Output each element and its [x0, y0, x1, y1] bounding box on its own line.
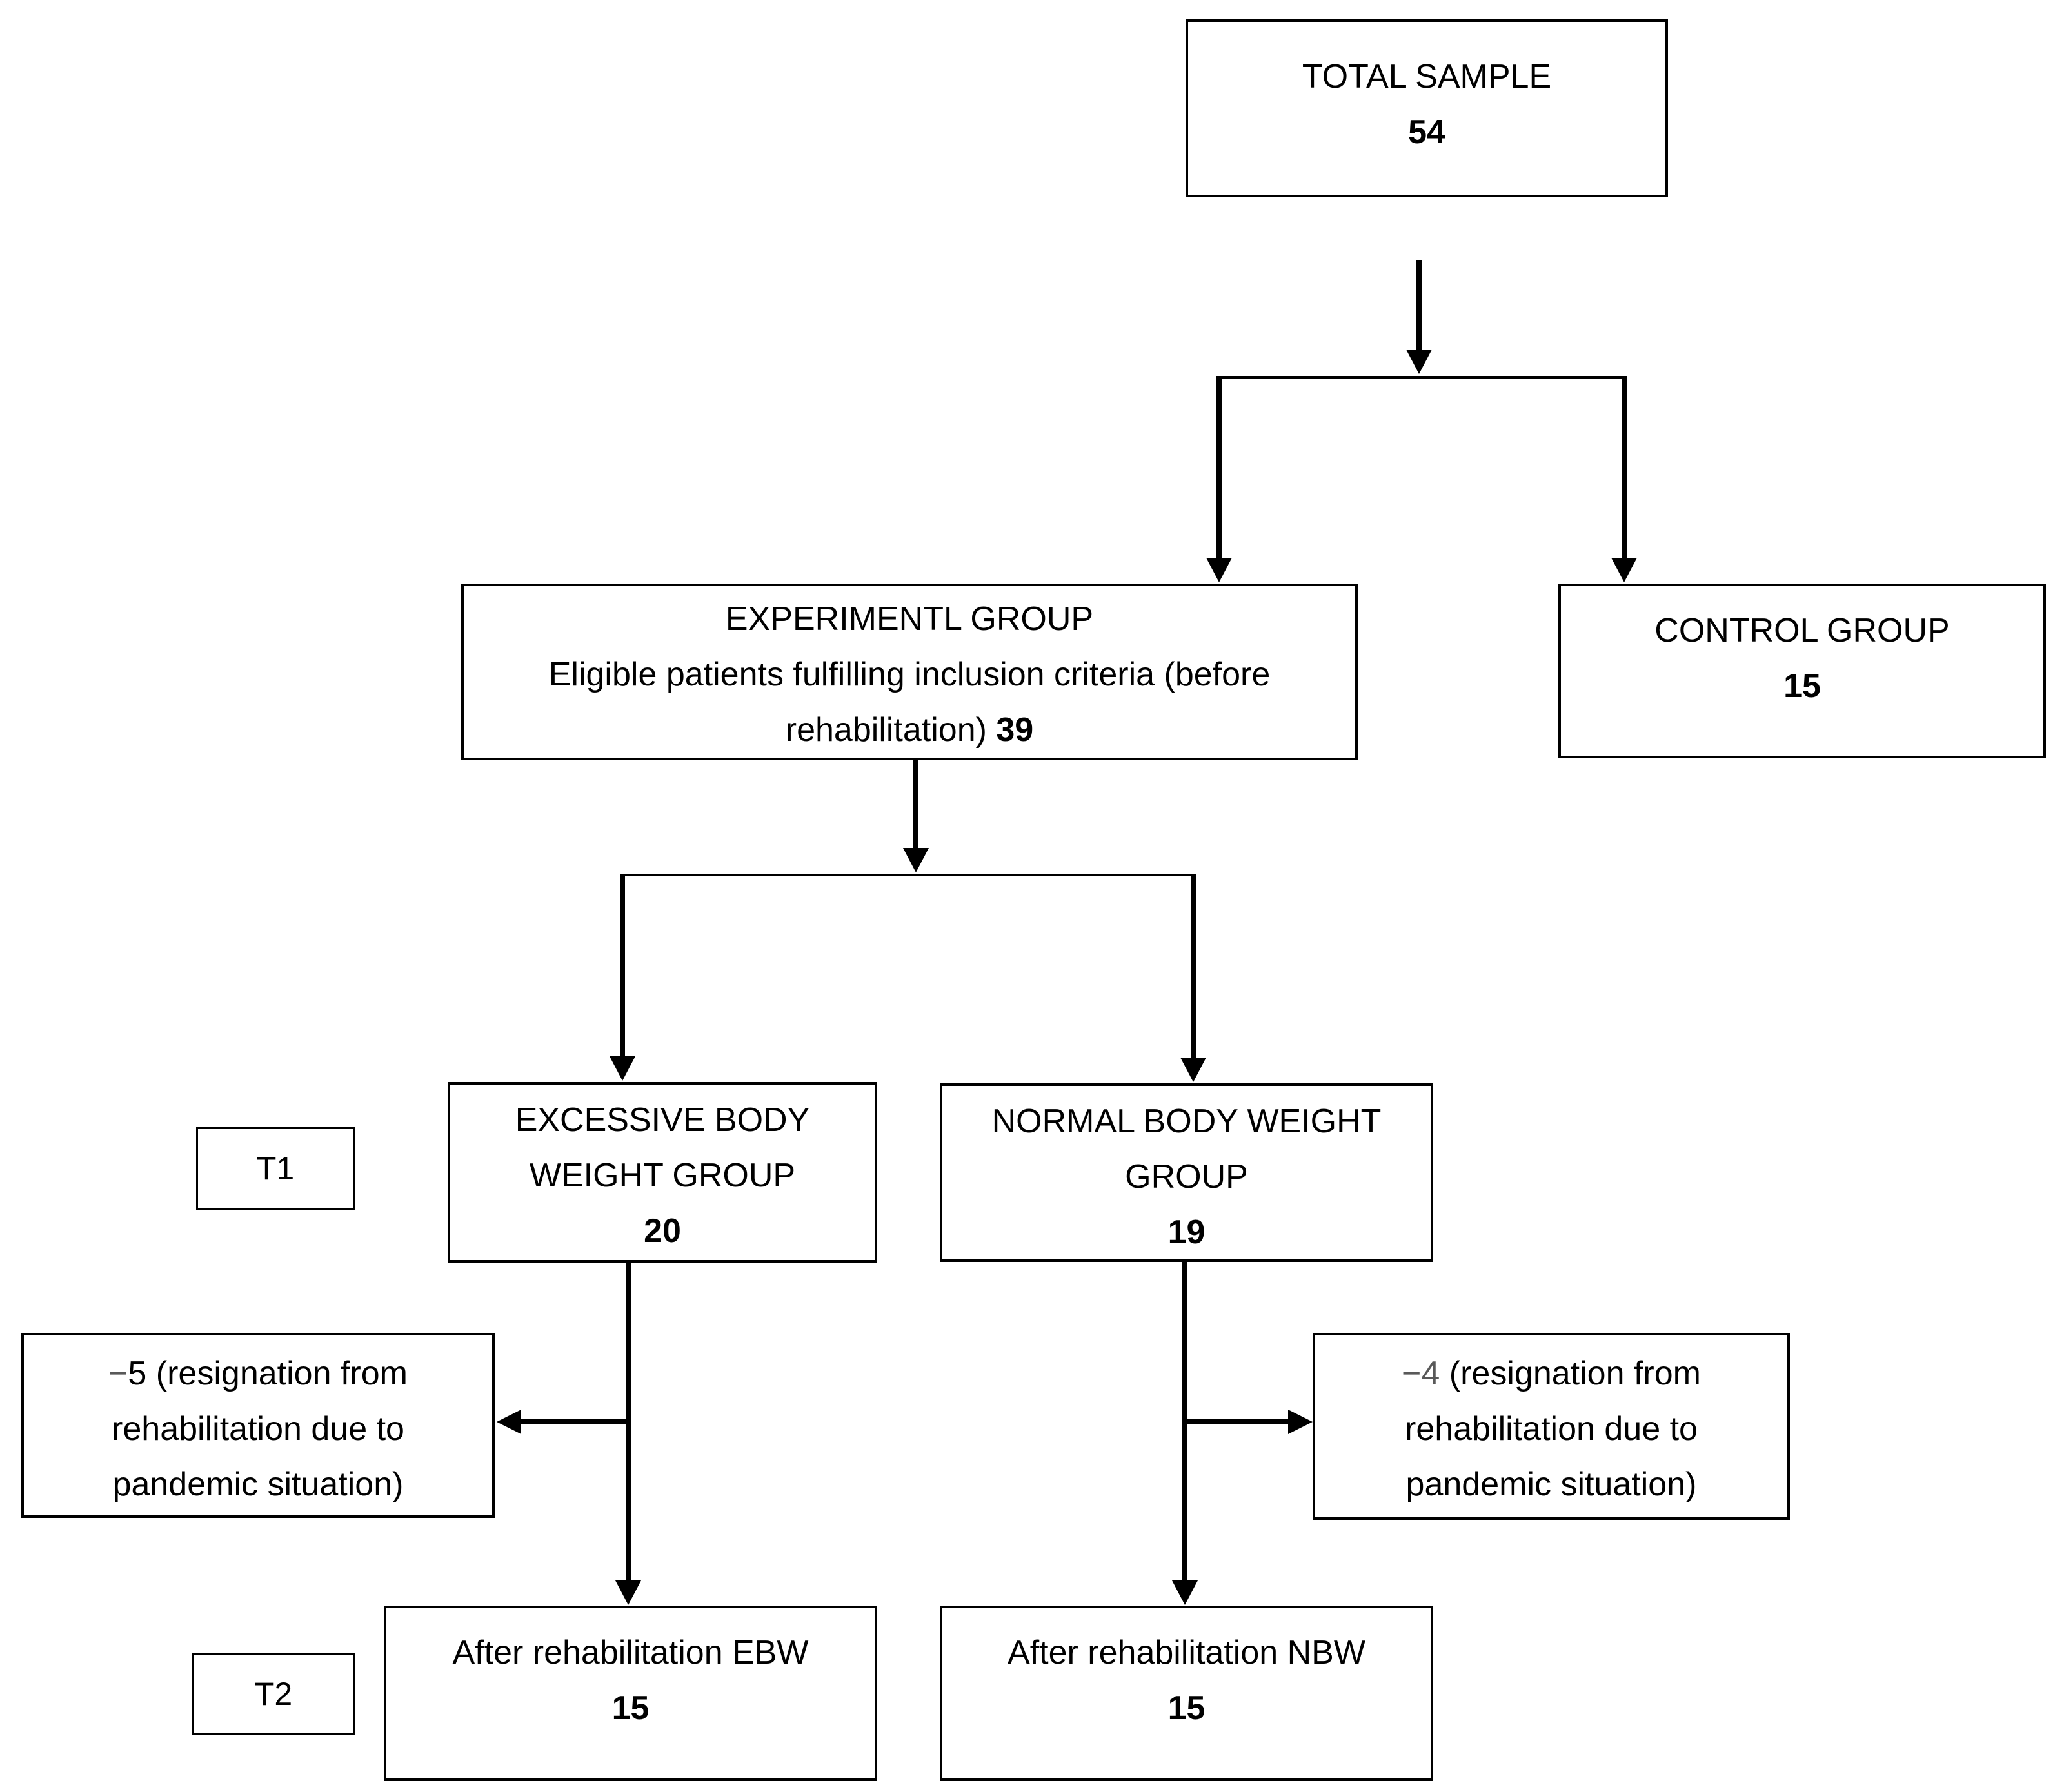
- branch-to-dropout-left: [521, 1419, 628, 1424]
- after-rehab-nbw-value: 15: [1167, 1689, 1206, 1727]
- control-group-value: 15: [1783, 667, 1821, 705]
- connector-split2-to-nbw: [1191, 874, 1196, 1058]
- dropout-right-line1-rest: (resignation from: [1440, 1355, 1701, 1392]
- after-rehab-ebw-value: 15: [611, 1689, 650, 1727]
- split2-horizontal-line: [621, 874, 1195, 876]
- dropout-right-line1: −4 (resignation from: [1315, 1346, 1787, 1401]
- control-group-box: CONTROL GROUP 15: [1558, 584, 2046, 758]
- ebw-line1: EXCESSIVE BODY: [515, 1101, 810, 1139]
- total-sample-title: TOTAL SAMPLE: [1302, 58, 1552, 95]
- nbw-value: 19: [1167, 1214, 1206, 1251]
- dropout-left-line1: −5 (resignation from: [24, 1346, 492, 1401]
- connector-split1-to-control: [1622, 376, 1627, 558]
- t2-label: T2: [254, 1676, 293, 1712]
- dropout-left-line2: rehabilitation due to: [112, 1410, 404, 1448]
- total-sample-value: 54: [1408, 113, 1445, 151]
- arrowhead-total-to-split1: [1406, 350, 1432, 374]
- after-rehab-nbw-box: After rehabilitation NBW 15: [940, 1606, 1433, 1781]
- experimental-group-title: EXPERIMENTL GROUP: [725, 600, 1094, 638]
- ebw-line2: WEIGHT GROUP: [529, 1157, 796, 1194]
- experimental-group-subtitle-2: rehabilitation) 39: [464, 702, 1355, 758]
- connector-split2-to-ebw: [620, 874, 625, 1056]
- after-rehab-ebw-line1: After rehabilitation EBW: [452, 1634, 809, 1671]
- t2-timepoint-box: T2: [192, 1653, 355, 1735]
- dropout-right-box: −4 (resignation from rehabilitation due …: [1313, 1333, 1790, 1520]
- experimental-group-subtitle-prefix: rehabilitation): [785, 711, 997, 749]
- dropout-right-line3: pandemic situation): [1405, 1466, 1697, 1503]
- connector-ebw-to-after-rehab: [626, 1263, 631, 1580]
- control-group-title: CONTROL GROUP: [1654, 612, 1950, 649]
- after-rehab-nbw-line1: After rehabilitation NBW: [1008, 1634, 1365, 1671]
- dropout-right-minus: −4: [1402, 1355, 1440, 1392]
- normal-body-weight-box: NORMAL BODY WEIGHT GROUP 19: [940, 1083, 1433, 1262]
- experimental-group-value: 39: [996, 711, 1034, 749]
- dropout-left-line1-rest: 5 (resignation from: [128, 1355, 408, 1392]
- connector-total-to-split1: [1416, 260, 1422, 350]
- arrowhead-into-control: [1611, 558, 1637, 582]
- dropout-left-line3: pandemic situation): [112, 1466, 404, 1503]
- t1-label: T1: [256, 1150, 295, 1186]
- branch-to-dropout-right: [1185, 1419, 1288, 1424]
- arrowhead-into-after-rehab-nbw: [1172, 1580, 1198, 1605]
- after-rehab-ebw-box: After rehabilitation EBW 15: [384, 1606, 877, 1781]
- experimental-group-subtitle: Eligible patients fulfilling inclusion c…: [548, 656, 1271, 693]
- dropout-left-box: −5 (resignation from rehabilitation due …: [21, 1333, 495, 1518]
- arrowhead-into-dropout-right: [1288, 1410, 1313, 1434]
- connector-experimental-to-split2: [913, 760, 918, 848]
- connector-split1-to-experimental: [1216, 376, 1222, 558]
- arrowhead-into-nbw: [1180, 1058, 1206, 1082]
- split1-horizontal-line: [1216, 376, 1627, 379]
- excessive-body-weight-box: EXCESSIVE BODY WEIGHT GROUP 20: [448, 1082, 877, 1263]
- total-sample-box: TOTAL SAMPLE 54: [1186, 19, 1668, 197]
- nbw-line2: GROUP: [1125, 1158, 1248, 1196]
- ebw-value: 20: [644, 1212, 681, 1250]
- arrowhead-into-dropout-left: [497, 1410, 521, 1434]
- arrowhead-into-after-rehab-ebw: [615, 1580, 641, 1605]
- nbw-line1: NORMAL BODY WEIGHT: [991, 1103, 1382, 1140]
- arrowhead-experimental-to-split2: [903, 848, 929, 872]
- t1-timepoint-box: T1: [196, 1127, 355, 1210]
- dropout-left-minus: −: [108, 1355, 128, 1392]
- experimental-group-box: EXPERIMENTL GROUP Eligible patients fulf…: [461, 584, 1358, 760]
- dropout-right-line2: rehabilitation due to: [1405, 1410, 1698, 1448]
- arrowhead-into-experimental: [1206, 558, 1232, 582]
- arrowhead-into-ebw: [610, 1056, 635, 1081]
